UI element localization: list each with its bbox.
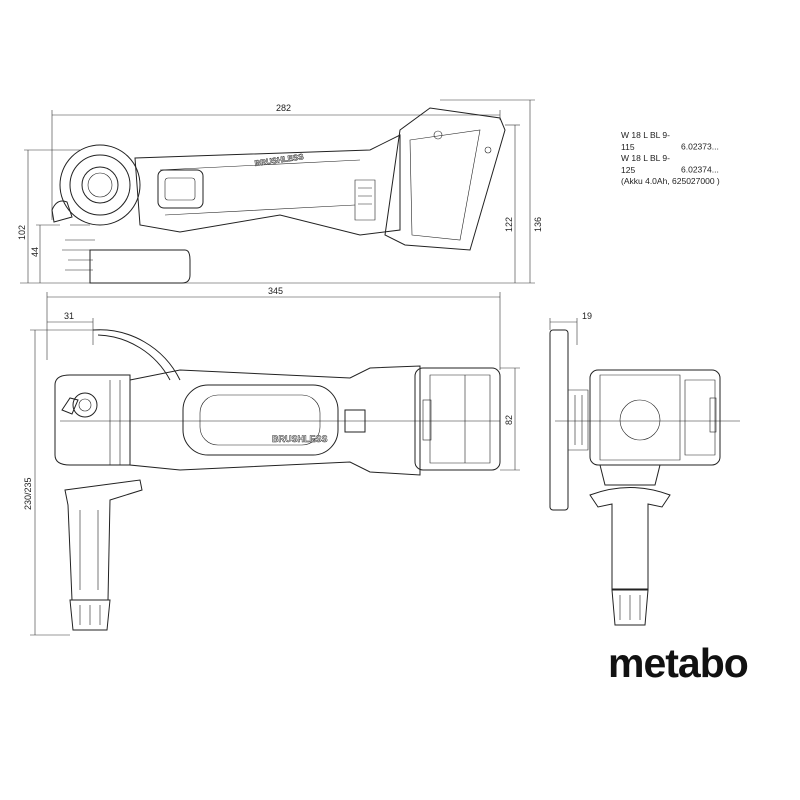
dim-102: 102 xyxy=(17,225,27,240)
metabo-logo: metabo xyxy=(608,640,749,686)
dim-282: 282 xyxy=(276,103,291,113)
dim-345: 345 xyxy=(268,286,283,296)
dim-44: 44 xyxy=(30,247,40,257)
dim-136: 136 xyxy=(533,217,543,232)
dim-230-235: 230/235 xyxy=(23,477,33,510)
model-code: 6.02373... xyxy=(681,141,719,152)
battery-note: (Akku 4.0Ah, 625027000 ) xyxy=(621,176,720,186)
model-name: W 18 L BL 9-115 xyxy=(621,130,670,152)
side-view-drawing: 345 31 230/235 82 BRUSHLESS xyxy=(23,286,520,636)
dim-82: 82 xyxy=(504,415,514,425)
brushless-label-side: BRUSHLESS xyxy=(272,434,328,444)
brushless-label-top: BRUSHLESS xyxy=(254,152,305,168)
model-row: W 18 L BL 9-125 6.02374... xyxy=(621,153,720,176)
top-view-drawing: 282 136 122 102 44 BRUSHLESS xyxy=(17,99,543,284)
model-info: W 18 L BL 9-115 6.02373... W 18 L BL 9-12… xyxy=(621,130,720,188)
dim-19: 19 xyxy=(582,311,592,321)
dim-122: 122 xyxy=(504,217,514,232)
dim-31: 31 xyxy=(64,311,74,321)
model-row: W 18 L BL 9-115 6.02373... xyxy=(621,130,720,153)
model-code: 6.02374... xyxy=(681,164,719,175)
front-view-drawing: 19 xyxy=(549,311,740,626)
model-name: W 18 L BL 9-125 xyxy=(621,153,670,175)
